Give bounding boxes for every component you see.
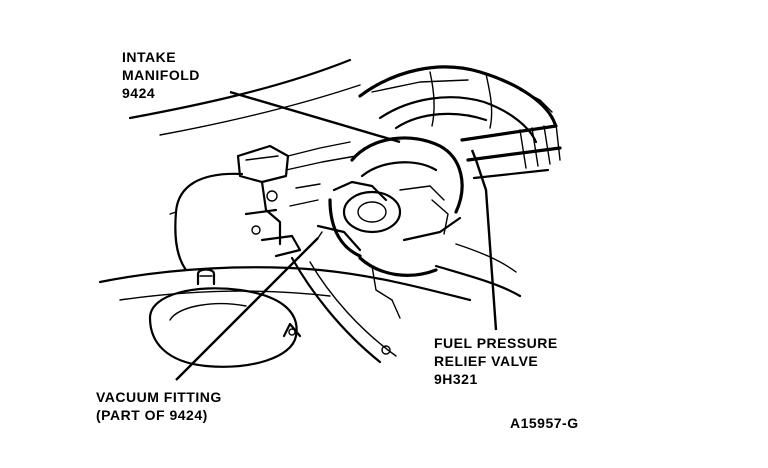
callout-fuel-valve-line-2: RELIEF VALVE <box>434 353 538 369</box>
leader-lines <box>175 90 498 381</box>
callout-fuel-pressure-relief-valve: FUEL PRESSURE RELIEF VALVE 9H321 <box>434 335 558 387</box>
leader-vacuum-fitting <box>175 237 319 381</box>
callout-vacuum-fitting: VACUUM FITTING (PART OF 9424) <box>96 389 222 423</box>
callout-vacuum-fitting-line-1: VACUUM FITTING <box>96 389 222 405</box>
callout-vacuum-fitting-line-2: (PART OF 9424) <box>96 407 208 423</box>
callout-intake-manifold-line-2: MANIFOLD <box>122 67 200 83</box>
leader-intake-manifold <box>229 90 401 144</box>
callout-fuel-valve-line-3: 9H321 <box>434 371 478 387</box>
leader-fuel-pressure-relief-valve <box>470 149 498 331</box>
figure-code: A15957-G <box>510 415 579 431</box>
callout-fuel-valve-line-1: FUEL PRESSURE <box>434 335 558 351</box>
callout-intake-manifold-line-3: 9424 <box>122 85 155 101</box>
engine-line-art <box>98 58 562 368</box>
callout-intake-manifold-line-1: INTAKE <box>122 49 176 65</box>
leader-vacuum-fitting-tip <box>317 231 323 239</box>
callout-intake-manifold: INTAKE MANIFOLD 9424 <box>122 49 200 101</box>
